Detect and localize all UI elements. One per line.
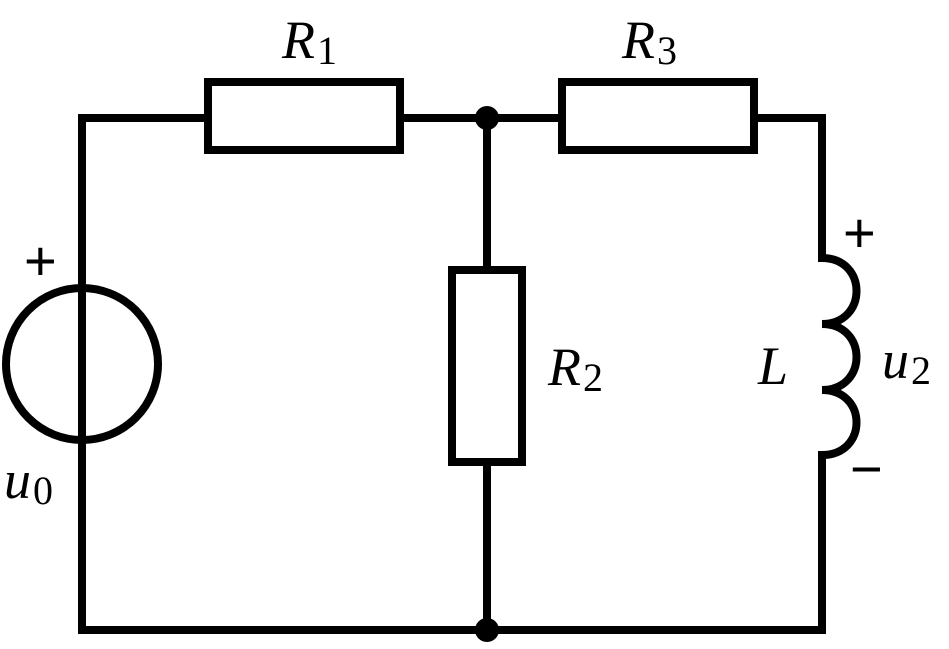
inductor-coil [821,254,861,459]
label-r2: R2 [547,337,603,400]
resistor-r1 [204,78,404,154]
label-r1: R1 [281,10,337,73]
label-source: u0 [4,450,53,513]
wire-r3-to-inductor [750,114,826,262]
label-r3: R3 [621,10,677,73]
junction-top [475,106,499,130]
junction-bottom [475,618,499,642]
wire-left-top [78,114,212,292]
wires [78,114,826,634]
label-output: u2 [882,330,931,393]
resistor-r2 [448,266,526,466]
resistor-r3 [558,78,758,154]
output-plus-sign: + [843,201,876,264]
label-inductor: L [757,336,788,396]
output-minus-sign: − [850,437,883,500]
source-plus-sign: + [24,229,57,292]
wire-inductor-to-bottom [78,451,826,634]
